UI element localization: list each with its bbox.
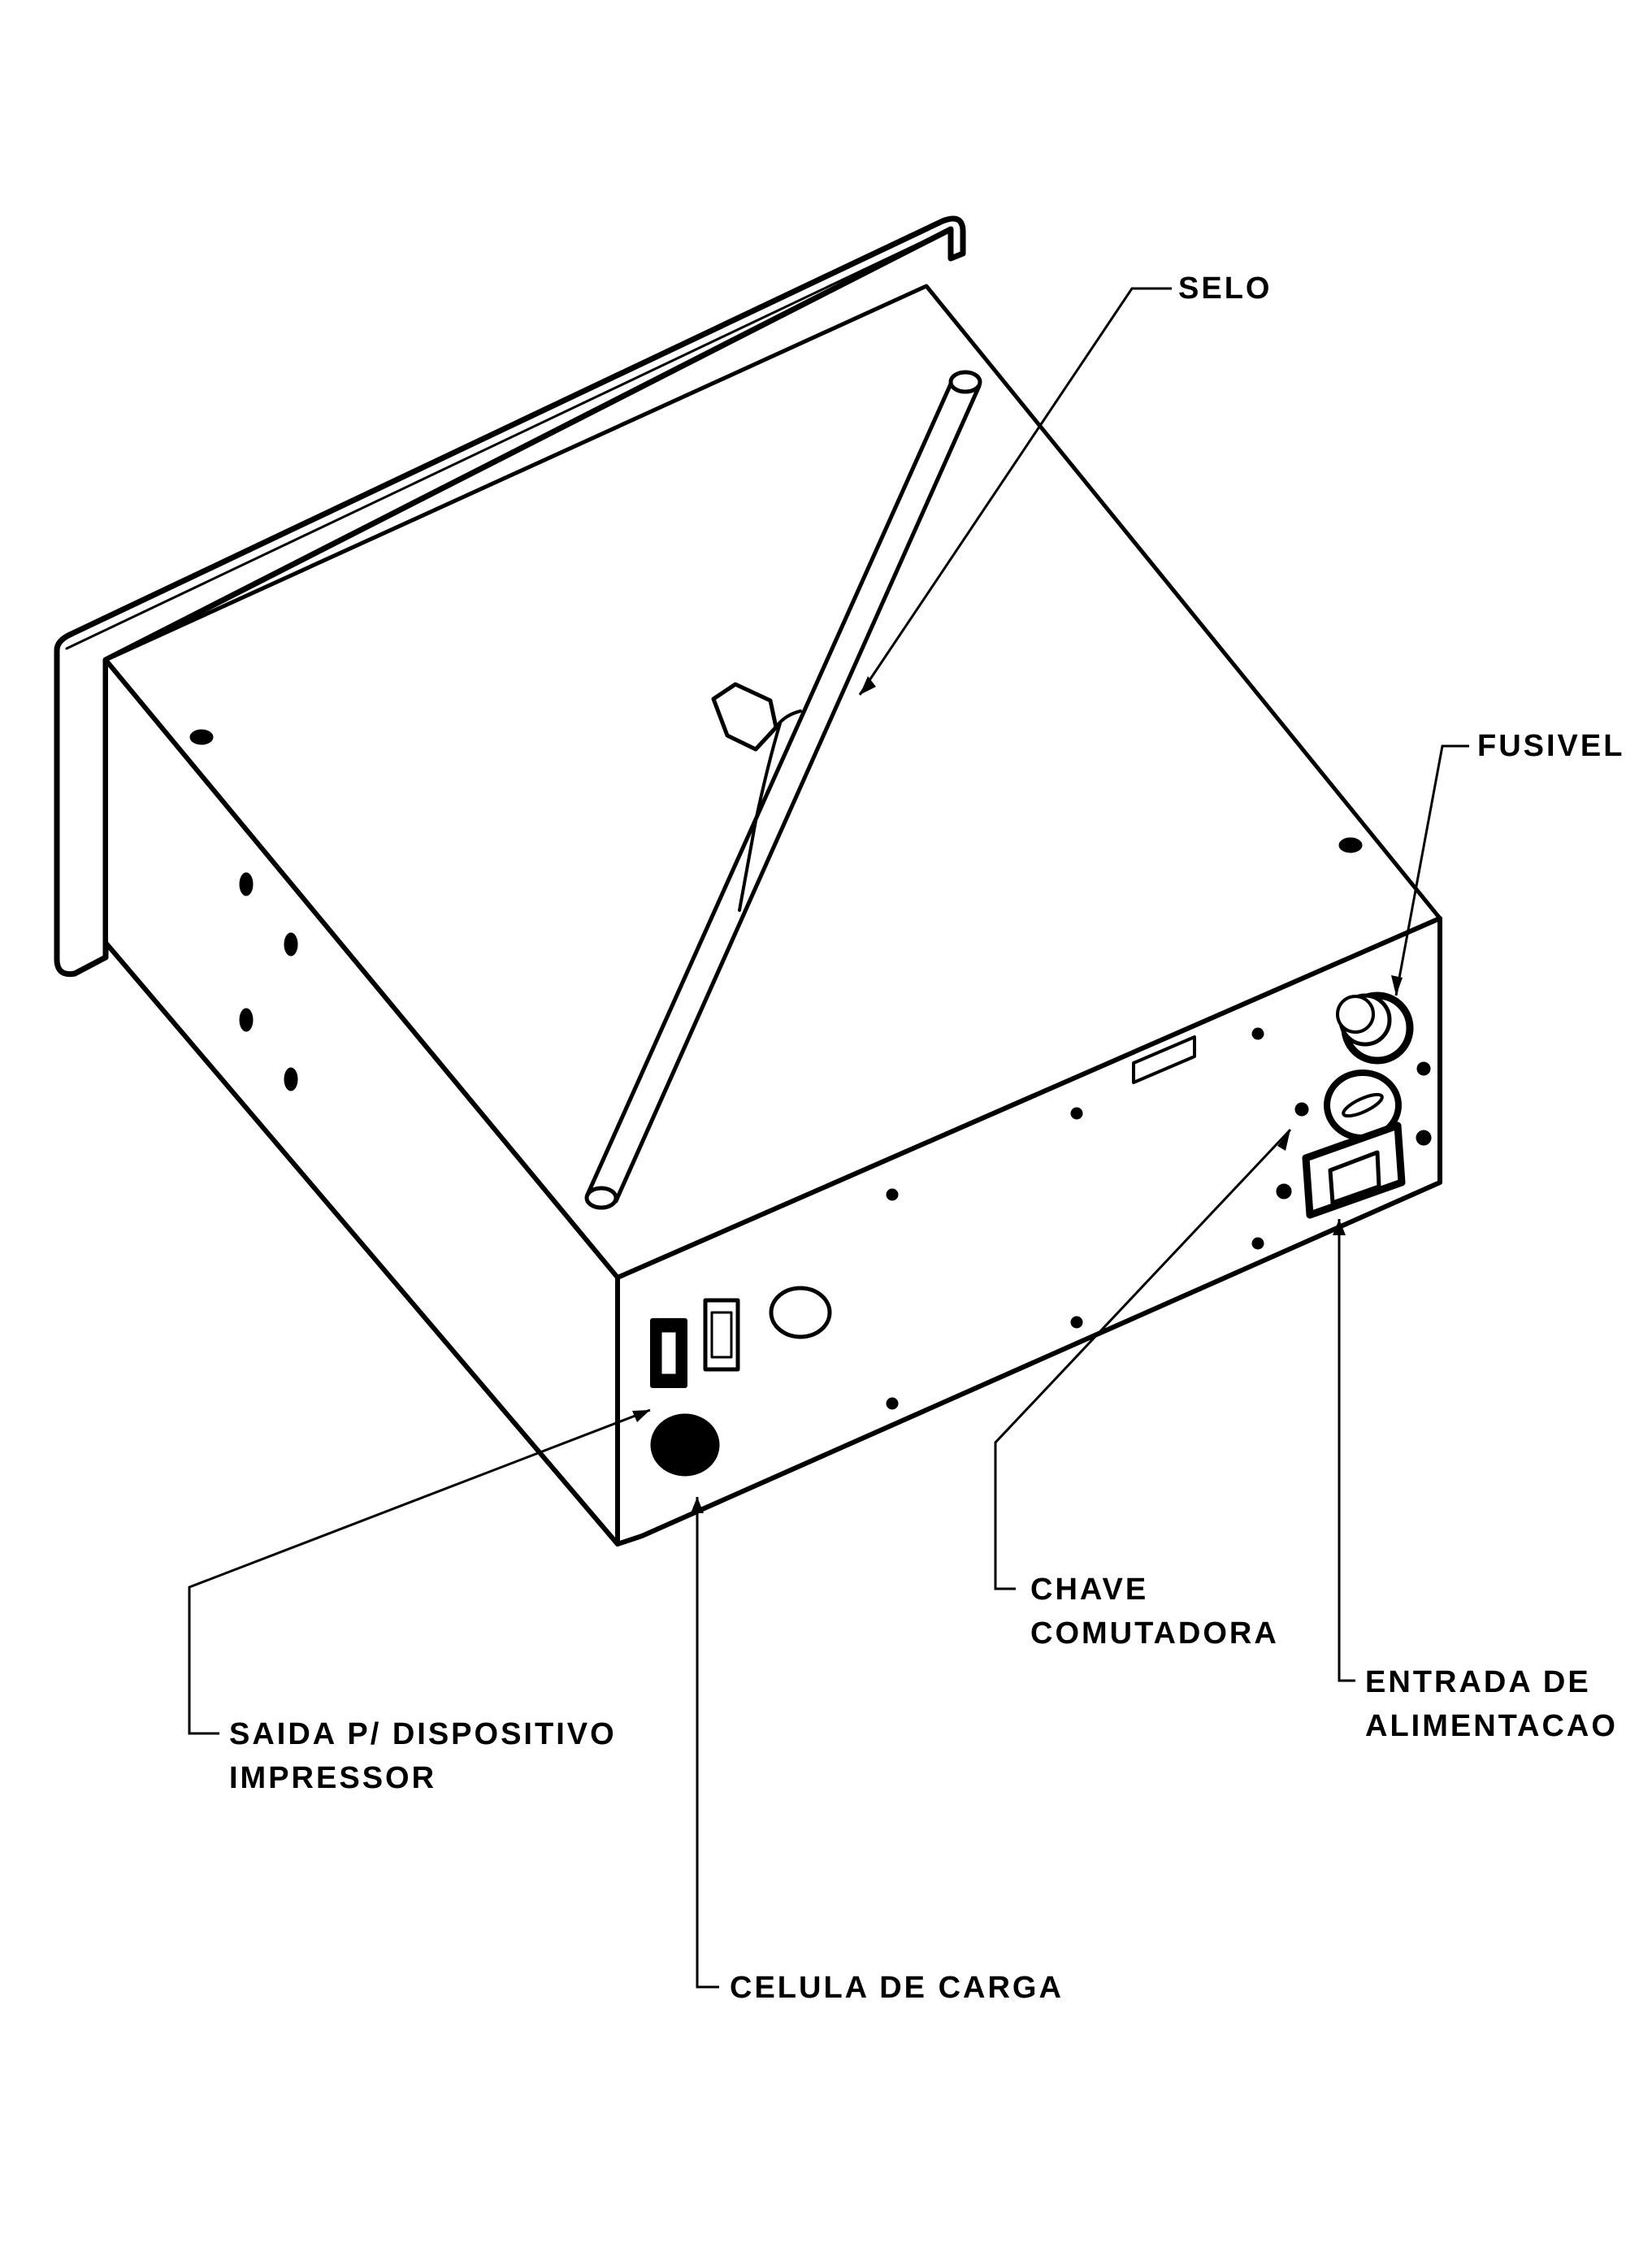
load-cell-connector	[650, 1413, 720, 1477]
side-hole-1	[239, 872, 254, 896]
power-inlet	[1276, 1121, 1432, 1219]
top-screw-1	[189, 729, 214, 745]
label-saida-line1: SAIDA P/ DISPOSITIVO	[229, 1717, 617, 1751]
arrow-celula	[691, 1497, 704, 1513]
arrow-fusivel	[1391, 975, 1403, 996]
label-entrada-line2: ALIMENTACAO	[1365, 1709, 1618, 1743]
label-chave-line1: CHAVE	[1030, 1573, 1148, 1607]
top-screw-2	[1338, 837, 1363, 853]
seal-wire	[584, 370, 982, 1210]
leader-fusivel	[1394, 744, 1469, 996]
rear-screw-6	[1251, 1237, 1264, 1250]
leader-entrada	[1338, 1219, 1355, 1682]
arrow-chave	[1277, 1130, 1290, 1151]
rear-screw-4	[886, 1397, 899, 1410]
rear-face	[189, 729, 1442, 1547]
label-selo: SELO	[1178, 271, 1272, 306]
leader-celula	[696, 1497, 719, 1989]
rear-screw-3	[1251, 1027, 1264, 1040]
label-chave-line2: COMUTADORA	[1030, 1616, 1279, 1651]
side-hole-2	[284, 932, 298, 957]
rear-screw-5	[1070, 1316, 1083, 1329]
leader-chave	[994, 1128, 1292, 1590]
leader-selo	[858, 287, 1172, 696]
leader-saida	[188, 1408, 651, 1735]
label-entrada-line1: ENTRADA DE	[1365, 1665, 1591, 1699]
printer-connector	[650, 1298, 740, 1388]
label-celula: CELULA DE CARGA	[730, 1971, 1064, 2005]
label-fusivel: FUSIVEL	[1477, 729, 1624, 763]
rear-round-cutout	[769, 1286, 832, 1339]
label-saida-line2: IMPRESSOR	[229, 1761, 436, 1795]
fuse-holder	[1336, 991, 1414, 1065]
side-hole-4	[284, 1067, 298, 1091]
rear-screw-2	[1070, 1107, 1083, 1120]
arrow-entrada	[1333, 1219, 1346, 1235]
rear-screw-1	[886, 1188, 899, 1201]
arrow-saida	[632, 1410, 650, 1422]
front-bezel	[54, 215, 966, 978]
rear-tab	[1132, 1035, 1196, 1084]
arrow-selo	[860, 676, 876, 695]
side-hole-3	[239, 1008, 254, 1032]
